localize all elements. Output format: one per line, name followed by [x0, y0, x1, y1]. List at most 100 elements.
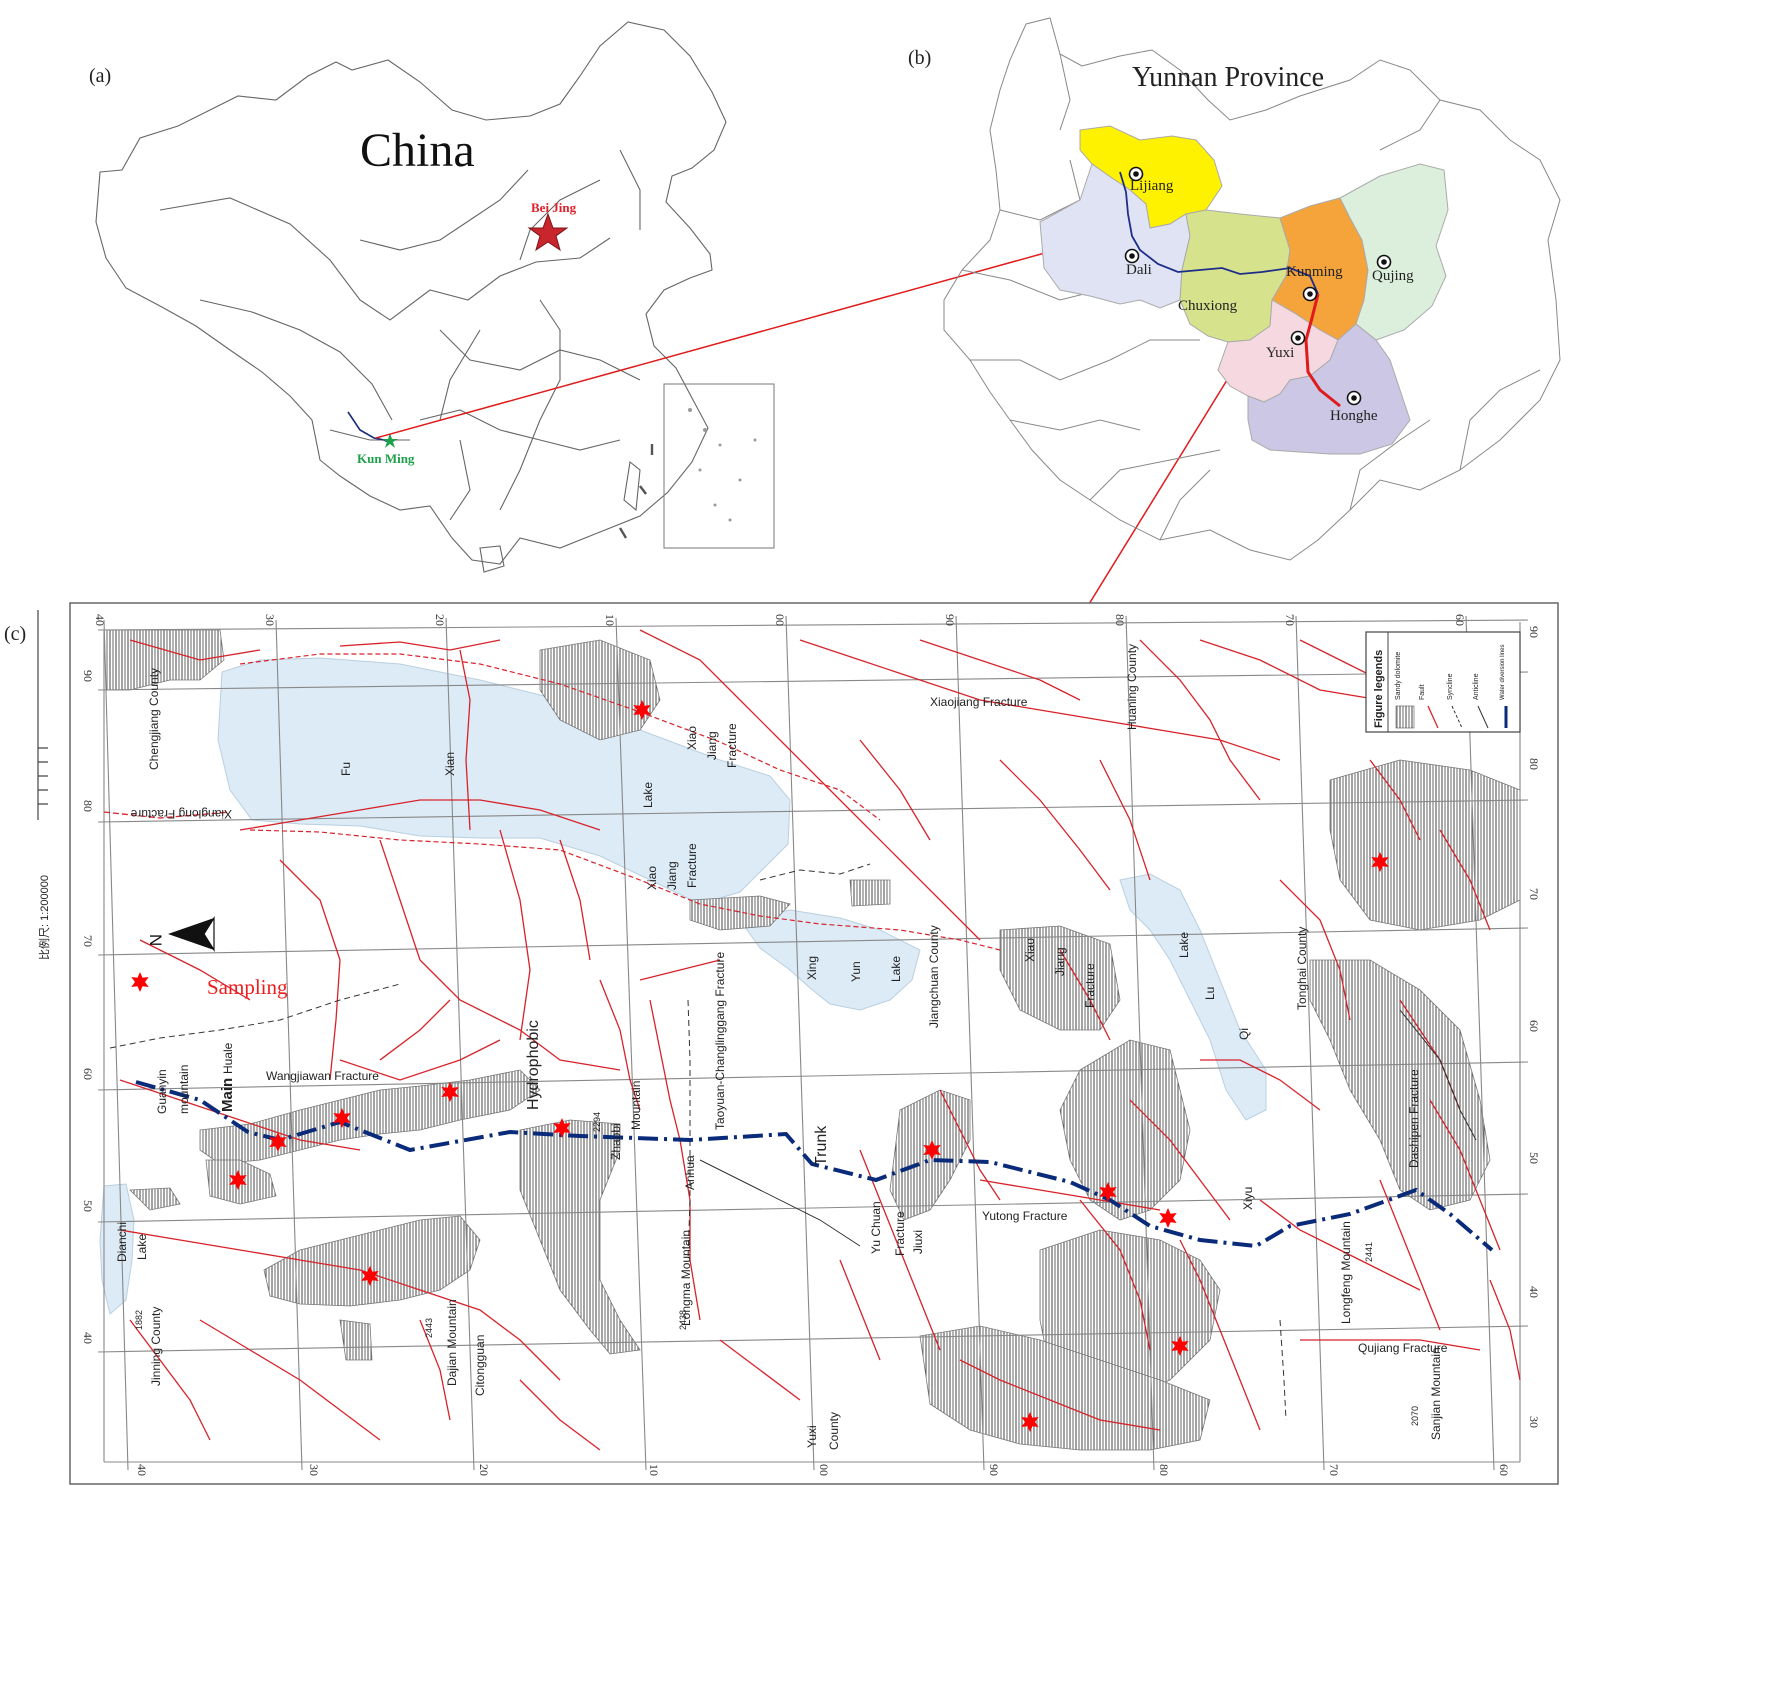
label-alt-2070: 2070 [1410, 1406, 1420, 1426]
label-jiangchuan: Jiangchuan County [927, 925, 941, 1028]
left-tick: 60 [81, 1068, 95, 1080]
label-fracture2: Fracture [685, 843, 699, 888]
legend-item-fault: Fault [1419, 684, 1426, 700]
legend-item-sandy-dolomite: Sandy dolomite [1395, 652, 1402, 700]
inset-islands [688, 408, 757, 522]
bottom-tick: 60 [1497, 1464, 1511, 1476]
city-qujing: Qujing [1372, 268, 1414, 284]
legend-item-water-diversion: Water diversion lines [1500, 645, 1506, 700]
label-qujiang: Qujiang Fracture [1358, 1341, 1448, 1355]
panel-b: (b) Yunnan Province Lijiang [908, 17, 1561, 561]
label-alt-2294: 2294 [592, 1112, 602, 1132]
city-chuxiong: Chuxiong [1178, 298, 1238, 314]
label-dashipen: Dashipen Fracture [1407, 1069, 1421, 1168]
left-tick: 40 [81, 1332, 95, 1344]
city-honghe: Honghe [1330, 408, 1378, 424]
label-dajian: Dajian Mountain [445, 1299, 459, 1386]
label-qi: Qi [1237, 1028, 1251, 1040]
label-zhaobi: Zhaobi [609, 1123, 623, 1160]
label-county: County [827, 1412, 841, 1450]
panel-a-label: (a) [89, 65, 111, 87]
label-lake4: Lake [135, 1234, 149, 1260]
label-citongguan: Citongguan [473, 1335, 487, 1396]
fuxian-fault-south [249, 829, 1001, 951]
right-tick: 90 [1527, 626, 1541, 638]
bottom-tick: 00 [817, 1464, 831, 1476]
qujing-marker-icon [1376, 254, 1392, 270]
city-lijiang: Lijiang [1130, 178, 1174, 194]
honghe-marker-icon [1346, 390, 1362, 406]
dianchi-lake [99, 1183, 135, 1315]
sampling-legend-label: Sampling [207, 975, 288, 999]
label-lu: Lu [1203, 987, 1217, 1000]
label-yuxi: Yuxi [805, 1425, 819, 1448]
label-fracture3: Fracture [1083, 963, 1097, 1008]
top-tick: 60 [1453, 614, 1467, 626]
right-tick: 80 [1527, 758, 1541, 770]
top-tick: 70 [1283, 614, 1297, 626]
left-tick: 70 [81, 935, 95, 947]
right-tick: 40 [1527, 1286, 1541, 1298]
top-tick: 10 [603, 614, 617, 626]
china-title: China [360, 124, 475, 177]
label-fracture1: Fracture [725, 723, 739, 768]
label-jiuxi: Jiuxi [911, 1230, 925, 1254]
figure-legend: Figure legends Sandy dolomite Fault Sync… [1365, 631, 1521, 733]
fuxian-fault-north [239, 653, 881, 821]
label-zhaobi-mountain: Mountain [629, 1081, 643, 1130]
label-alt-2443: 2443 [424, 1318, 434, 1338]
label-huaning: Huaning County [1125, 644, 1139, 730]
scale-text: 比例尺: 1:200000 [37, 875, 51, 960]
label-xiyu: Xiyu [1241, 1187, 1255, 1210]
label-xianglong: Xianglong Fracture [130, 807, 232, 821]
label-xiaojiang-fracture: Xiaojiang Fracture [930, 695, 1028, 709]
right-tick: 60 [1527, 1020, 1541, 1032]
label-jiang3: Jiang [1053, 947, 1067, 976]
bottom-tick: 90 [987, 1464, 1001, 1476]
yunnan-title: Yunnan Province [1132, 62, 1324, 93]
label-xing: Xing [805, 956, 819, 980]
bottom-tick: 30 [307, 1464, 321, 1476]
bottom-tick: 10 [647, 1464, 661, 1476]
label-jiang2: Jiang [665, 861, 679, 890]
label-yun: Yun [849, 961, 863, 982]
top-tick: 00 [773, 614, 787, 626]
label-yutong: Yutong Fracture [982, 1209, 1068, 1223]
label-main: Main [219, 1078, 236, 1112]
china-outline [95, 21, 727, 565]
water-diversion-line [135, 1080, 1494, 1252]
label-lake3: Lake [1177, 932, 1191, 958]
label-longma: Longma Mountain [679, 1230, 693, 1326]
fuxian-lake [217, 657, 791, 905]
south-china-sea-inset [663, 383, 775, 549]
water-line-yunnan-south [1304, 293, 1341, 408]
panel-c: (c) [4, 602, 1559, 1485]
label-mountain: mountain [177, 1065, 191, 1114]
beijing-star-icon [527, 212, 569, 252]
label-xiao2: Xiao [645, 866, 659, 890]
dali-marker-icon [1124, 248, 1140, 264]
label-guanyin: Guanyin [155, 1069, 169, 1114]
bottom-tick: 80 [1157, 1464, 1171, 1476]
legend-item-anticline: Anticline [1473, 673, 1480, 700]
xianglong-fracture-line [103, 811, 231, 819]
legend-item-syncline: Syncline [1447, 673, 1454, 700]
map-grid [97, 615, 1529, 1471]
arrow-china-to-yunnan [375, 230, 1128, 439]
label-dianchi: Dianchi [115, 1222, 129, 1262]
bottom-tick: 20 [477, 1464, 491, 1476]
label-alt-2441: 2441 [1364, 1242, 1374, 1262]
syncline-lines [109, 863, 1287, 1421]
kunming-star-icon [382, 433, 398, 448]
label-trunk: Trunk [813, 1125, 830, 1166]
label-lake2: Lake [889, 956, 903, 982]
label-xiao1: Xiao [685, 726, 699, 750]
panel-b-label: (b) [908, 47, 931, 69]
panel-c-label: (c) [4, 623, 26, 645]
right-tick: 50 [1527, 1152, 1541, 1164]
kunming-marker-icon [1302, 286, 1318, 302]
label-taoyuan: Taoyuan-Changlinggang Fracture [713, 952, 727, 1130]
top-tick: 90 [943, 614, 957, 626]
beijing-label: Bei Jing [531, 200, 577, 215]
